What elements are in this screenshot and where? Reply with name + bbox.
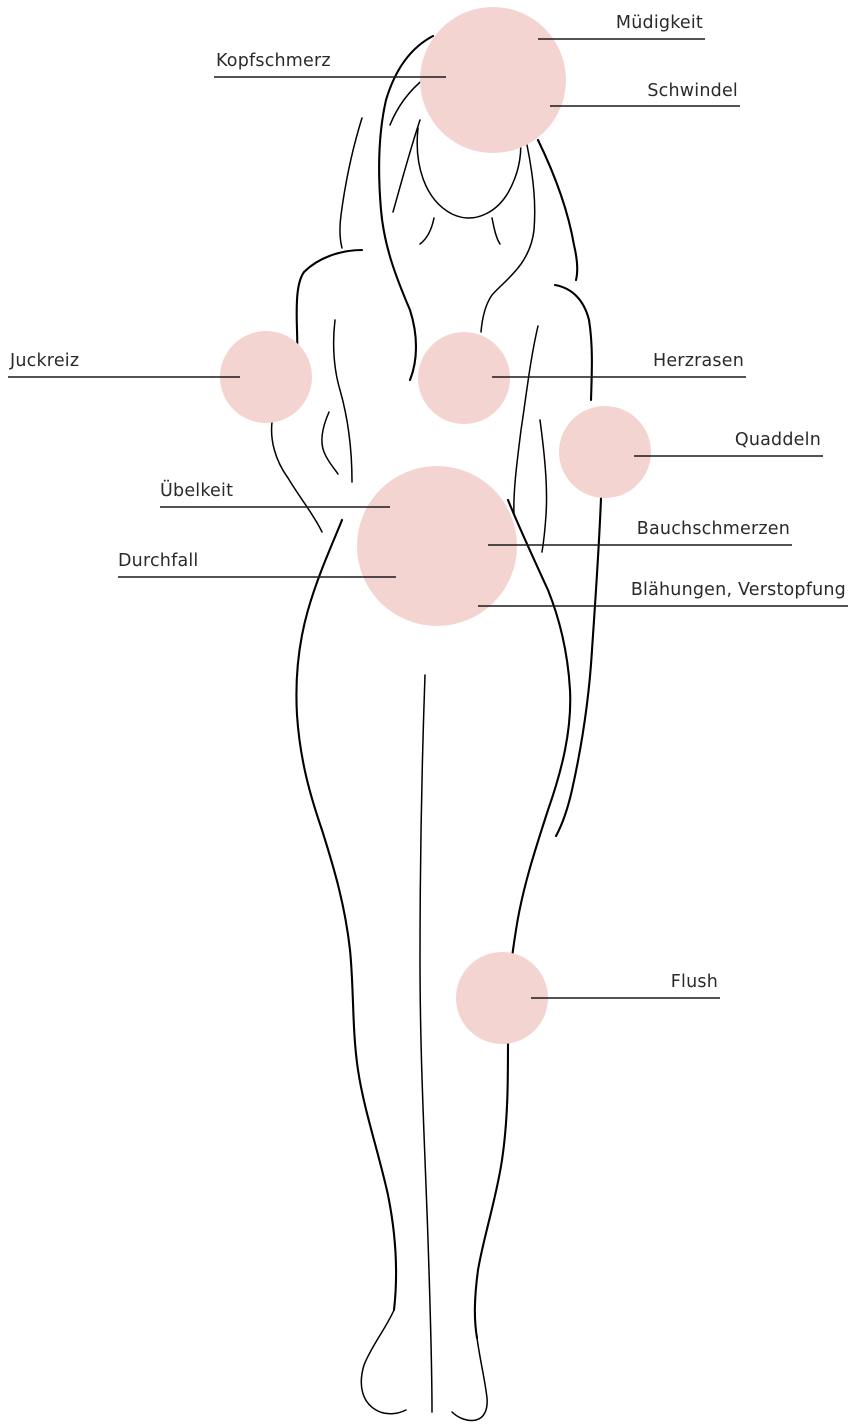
label-uebelkeit: Übelkeit — [160, 479, 233, 501]
label-herzrasen: Herzrasen — [653, 351, 744, 371]
marker-abdomen — [357, 466, 517, 626]
body-outline — [272, 36, 601, 1421]
label-quaddeln: Quaddeln — [735, 430, 821, 450]
label-schwindel: Schwindel — [647, 81, 738, 101]
symptom-markers — [220, 7, 651, 1044]
marker-quaddeln — [559, 406, 651, 498]
label-juckreiz: Juckreiz — [9, 351, 79, 371]
marker-herzrasen — [418, 332, 510, 424]
label-muedigkeit: Müdigkeit — [616, 13, 703, 33]
label-flush: Flush — [671, 972, 718, 992]
marker-muedigkeit-kopfschmerz-schwindel — [420, 7, 566, 153]
label-kopfschmerz: Kopfschmerz — [216, 51, 331, 71]
label-blaehungen: Blähungen, Verstopfung — [631, 580, 846, 600]
label-durchfall: Durchfall — [118, 551, 199, 571]
label-bauchschmerzen: Bauchschmerzen — [637, 519, 790, 539]
